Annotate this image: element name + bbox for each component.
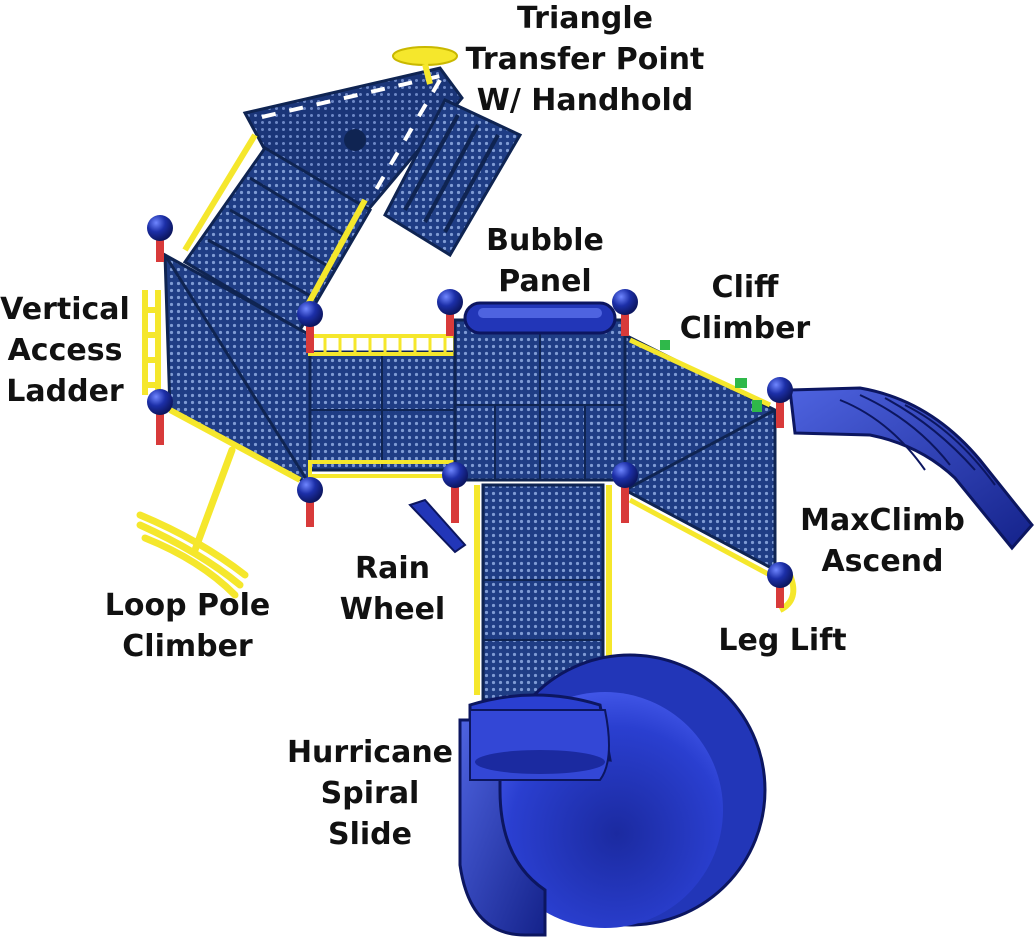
transfer-step-grooves [403,114,500,233]
label-line: Ladder [6,374,124,409]
label-cliff-climber: Cliff Climber [670,267,820,349]
hurricane-spiral-slide [458,653,767,937]
label-line: Rain [355,551,430,586]
label-vertical-access-ladder: Vertical Access Ladder [0,289,130,412]
cliff-climber-holds [660,340,762,412]
label-maxclimb-ascend: MaxClimb Ascend [800,500,965,582]
label-line: Vertical [0,292,130,327]
label-line: Bubble [486,223,604,258]
rain-wheel [408,498,467,554]
post-cap-icon [767,377,793,428]
label-line: Hurricane [286,735,454,770]
post-cap-icon [612,462,638,523]
label-line: Spiral [320,776,420,811]
label-bubble-panel: Bubble Panel [470,220,620,302]
label-line: W/ Handhold [476,83,694,118]
transfer-edge-markings [261,74,442,202]
label-line: Leg Lift [718,623,847,658]
handhold-mount-icon [344,129,366,151]
label-line: MaxClimb [800,503,965,538]
right-deck [623,332,777,578]
label-line: Wheel [339,592,446,627]
middle-deck [308,334,457,478]
post-cap-icon [437,289,463,336]
label-line: Ascend [821,544,944,579]
loop-pole-climber [136,446,249,599]
post-cap-icon [147,215,173,262]
label-line: Climber [122,629,253,664]
label-line: Triangle [517,1,653,36]
label-leg-lift: Leg Lift [710,620,855,661]
access-ramp [182,133,373,333]
label-line: Access [7,333,123,368]
posts [147,215,793,608]
post-cap-icon [147,389,173,445]
post-cap-icon [297,301,323,353]
label-line: Cliff [711,270,779,305]
triangle-transfer-deck [242,46,523,258]
vertical-access-ladder [142,290,161,395]
label-triangle-transfer-point: Triangle Transfer Point W/ Handhold [455,0,715,121]
label-line: Panel [498,264,592,299]
post-cap-icon [767,562,793,608]
label-loop-pole-climber: Loop Pole Climber [95,585,280,667]
center-deck [453,318,627,482]
label-line: Slide [328,817,412,852]
post-cap-icon [297,477,323,527]
label-hurricane-spiral-slide: Hurricane Spiral Slide [280,732,460,855]
label-line: Transfer Point [465,42,705,77]
handhold-icon [392,46,458,85]
post-cap-icon [442,462,468,523]
bubble-panel [463,301,617,335]
post-cap-icon [612,289,638,336]
label-line: Climber [679,311,811,346]
maxclimb-ascend [788,386,1034,551]
label-rain-wheel: Rain Wheel [330,548,455,630]
label-line: Loop Pole [104,588,271,623]
